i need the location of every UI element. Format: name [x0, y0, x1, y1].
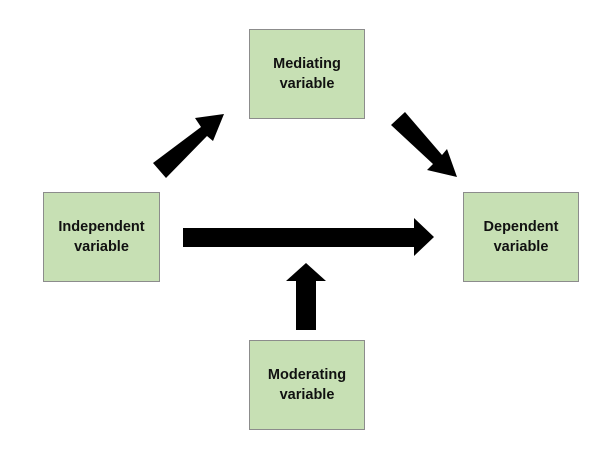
independent-label-line1: Independent [58, 219, 145, 235]
independent-label-line2: variable [74, 239, 129, 255]
moderating-variable-label: Moderating variable [268, 365, 346, 405]
dependent-label-line1: Dependent [483, 219, 559, 235]
mediating-label-line2: variable [279, 76, 335, 92]
independent-variable-box: Independent variable [43, 192, 160, 282]
arrow-independent-to-mediating [153, 114, 224, 178]
dependent-label-line2: variable [493, 239, 549, 255]
independent-variable-label: Independent variable [58, 217, 144, 257]
arrow-mediating-to-dependent [391, 112, 457, 177]
mediating-label-line1: Mediating [273, 56, 341, 72]
moderating-variable-box: Moderating variable [249, 340, 365, 430]
moderating-label-line2: variable [279, 387, 335, 403]
dependent-variable-label: Dependent variable [484, 217, 559, 257]
moderating-label-line1: Moderating [267, 367, 347, 383]
arrow-moderating-to-edge [286, 263, 326, 330]
mediating-variable-label: Mediating variable [273, 54, 341, 94]
arrow-independent-to-dependent [183, 218, 434, 256]
mediating-variable-box: Mediating variable [249, 29, 365, 119]
dependent-variable-box: Dependent variable [463, 192, 579, 282]
